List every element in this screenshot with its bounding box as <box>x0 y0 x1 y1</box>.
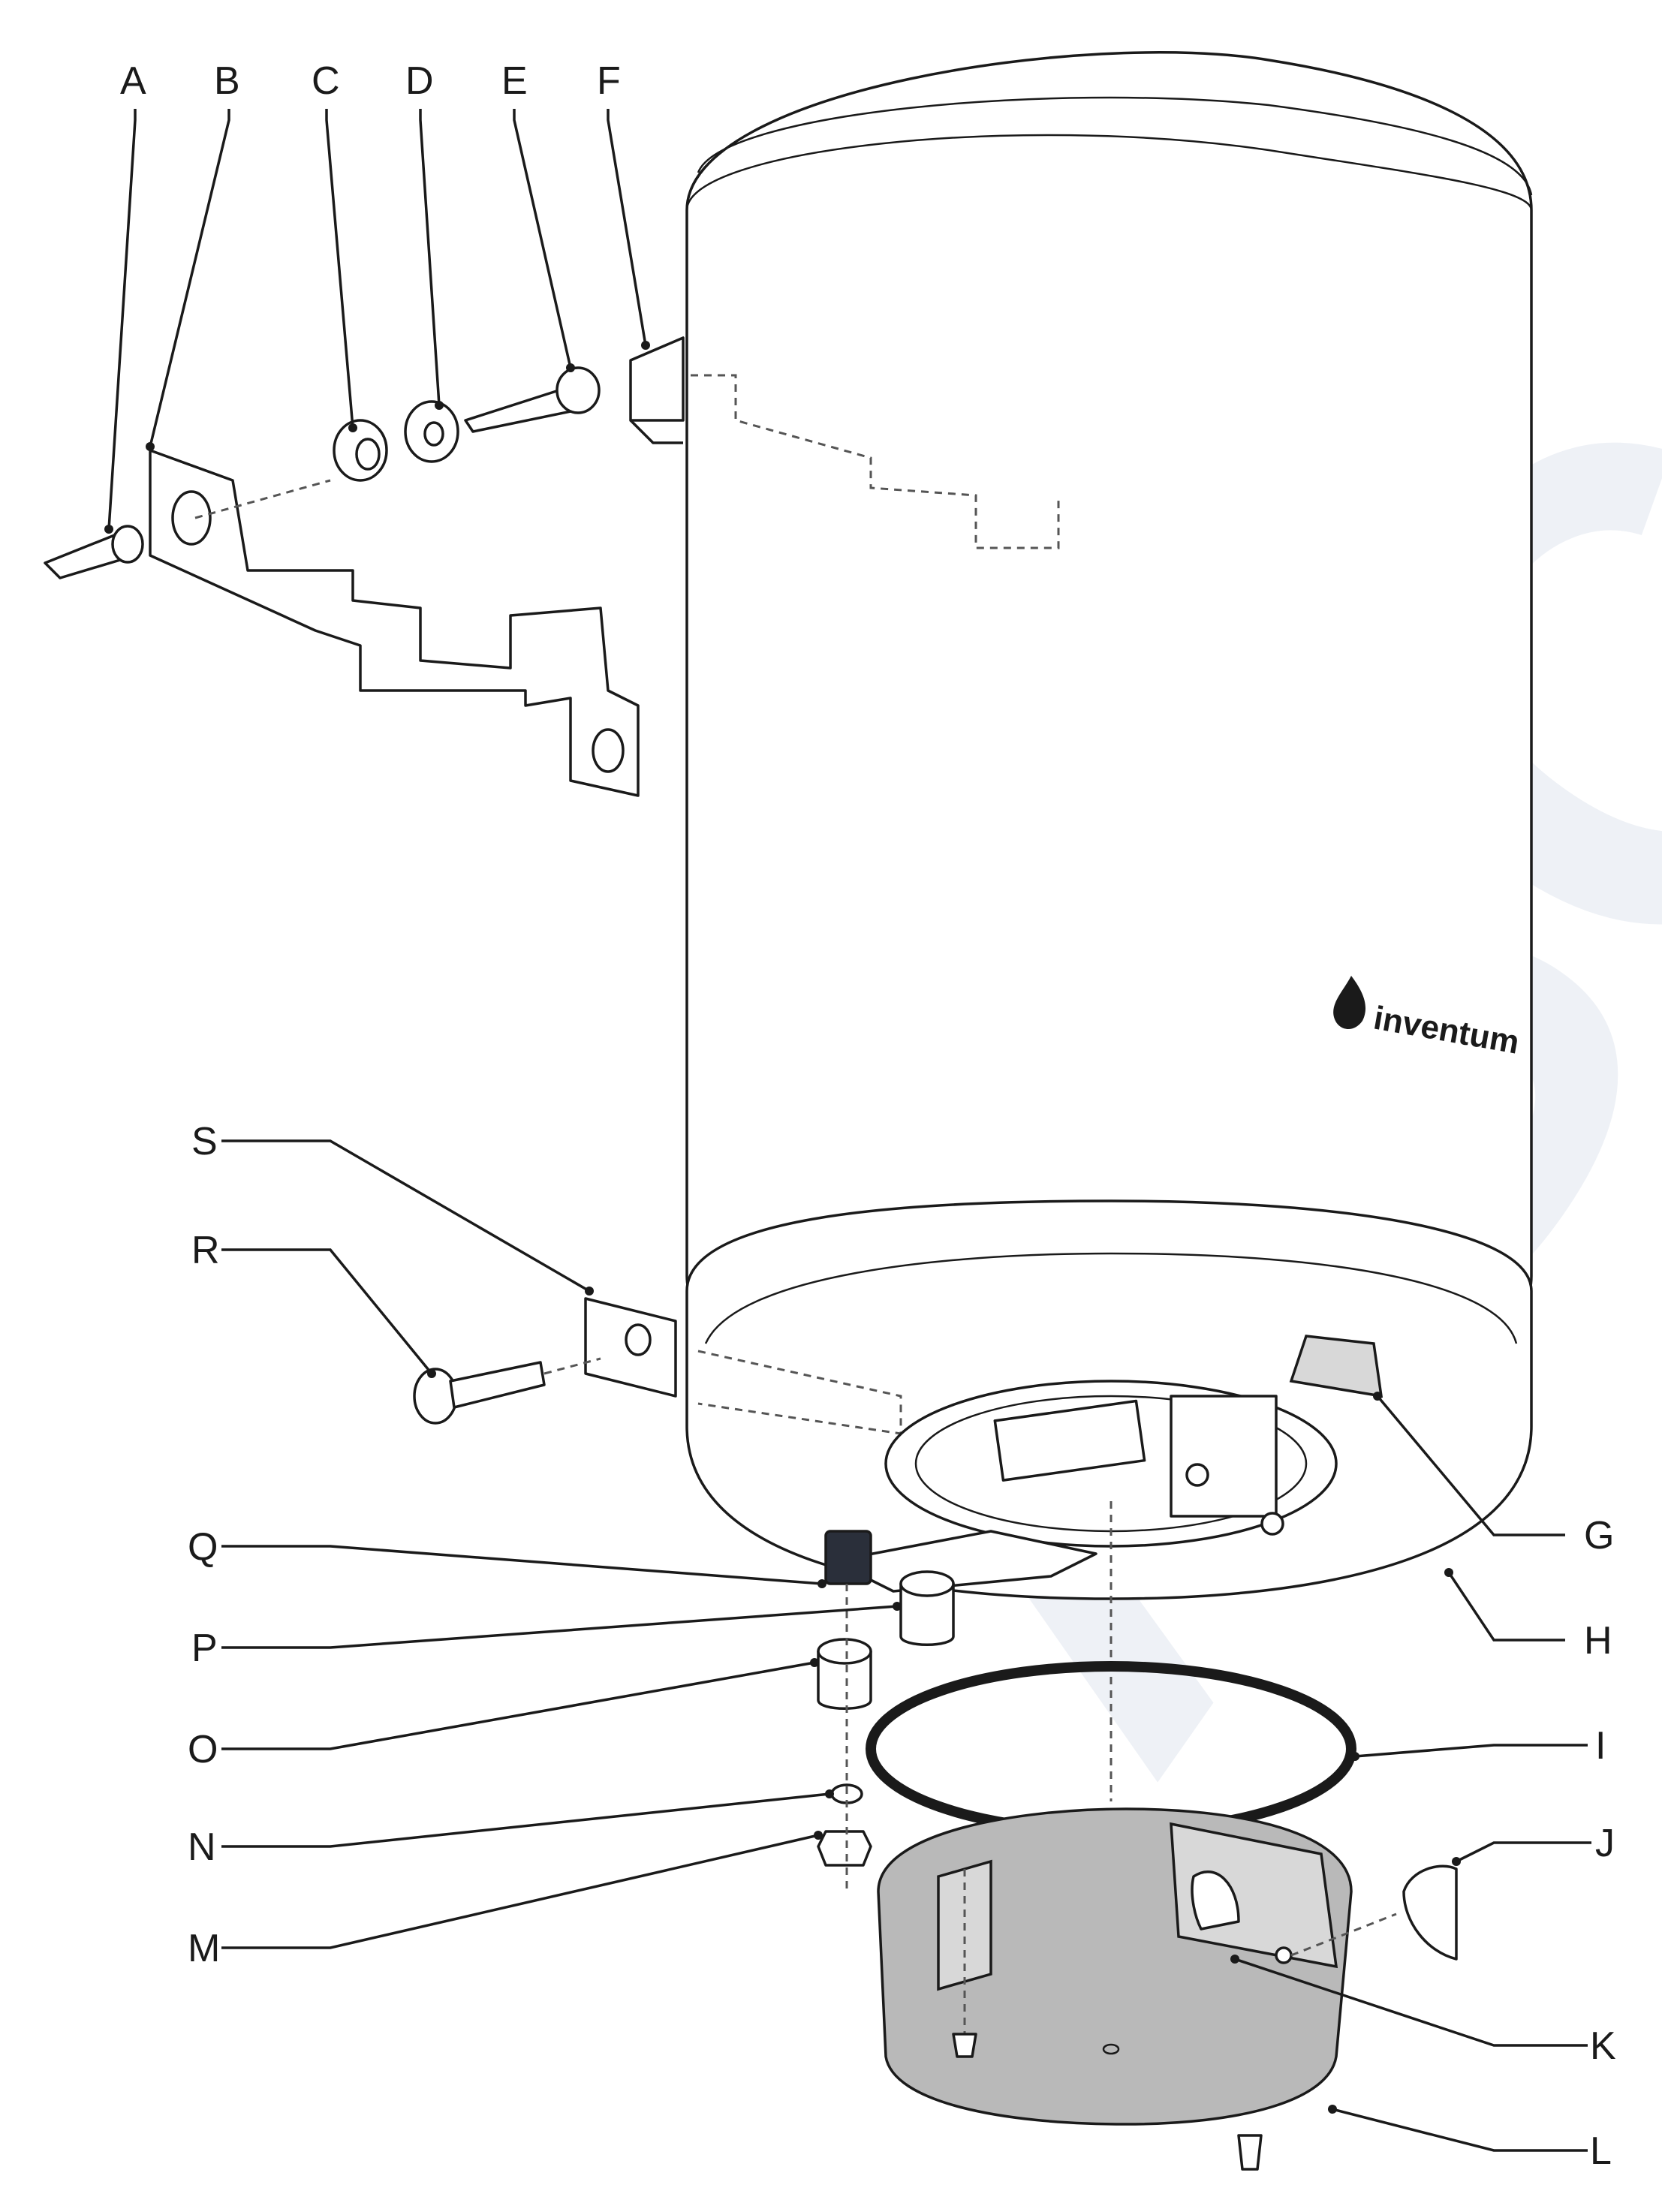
callout-m: M <box>188 1927 220 1970</box>
callout-f: F <box>597 59 621 103</box>
callout-g: G <box>1584 1514 1614 1557</box>
callout-n: N <box>188 1825 216 1869</box>
nut-m <box>817 1830 872 1867</box>
callout-labels: A B C D E F G H I J K L M N O P Q R S <box>120 59 1616 2173</box>
callout-c: C <box>312 59 340 103</box>
callout-p: P <box>191 1627 218 1670</box>
boiler-tank: inventum <box>685 51 1533 1600</box>
knob-q <box>824 1530 872 1585</box>
callout-l: L <box>1590 2129 1612 2173</box>
washer-c <box>333 419 388 482</box>
callout-d: D <box>405 59 434 103</box>
callout-k: K <box>1590 2024 1616 2068</box>
tank-bracket-f <box>629 336 685 444</box>
leader-lines <box>104 109 1591 2152</box>
cover-clip-j <box>1290 1864 1458 1961</box>
bushing-o <box>817 1638 872 1710</box>
callout-s: S <box>191 1120 218 1163</box>
callout-q: Q <box>188 1525 218 1569</box>
callout-j: J <box>1595 1822 1615 1865</box>
screw-e <box>464 366 601 433</box>
callout-a: A <box>120 59 146 103</box>
electrical-assembly <box>832 1380 1338 1593</box>
callout-r: R <box>191 1229 220 1272</box>
callout-o: O <box>188 1728 218 1771</box>
wall-bracket <box>149 449 640 797</box>
callout-e: E <box>501 59 528 103</box>
drop-logo-icon <box>1333 976 1366 1030</box>
callout-b: B <box>214 59 240 103</box>
bushing-p <box>899 1570 955 1646</box>
callout-i: I <box>1595 1724 1606 1768</box>
wall-plug-a <box>44 525 144 579</box>
washer-d <box>404 400 459 463</box>
callout-h: H <box>1584 1619 1612 1663</box>
bolt-r <box>413 1357 601 1425</box>
bottom-cover-l <box>877 1807 1353 2171</box>
lower-bracket-s <box>584 1297 677 1398</box>
